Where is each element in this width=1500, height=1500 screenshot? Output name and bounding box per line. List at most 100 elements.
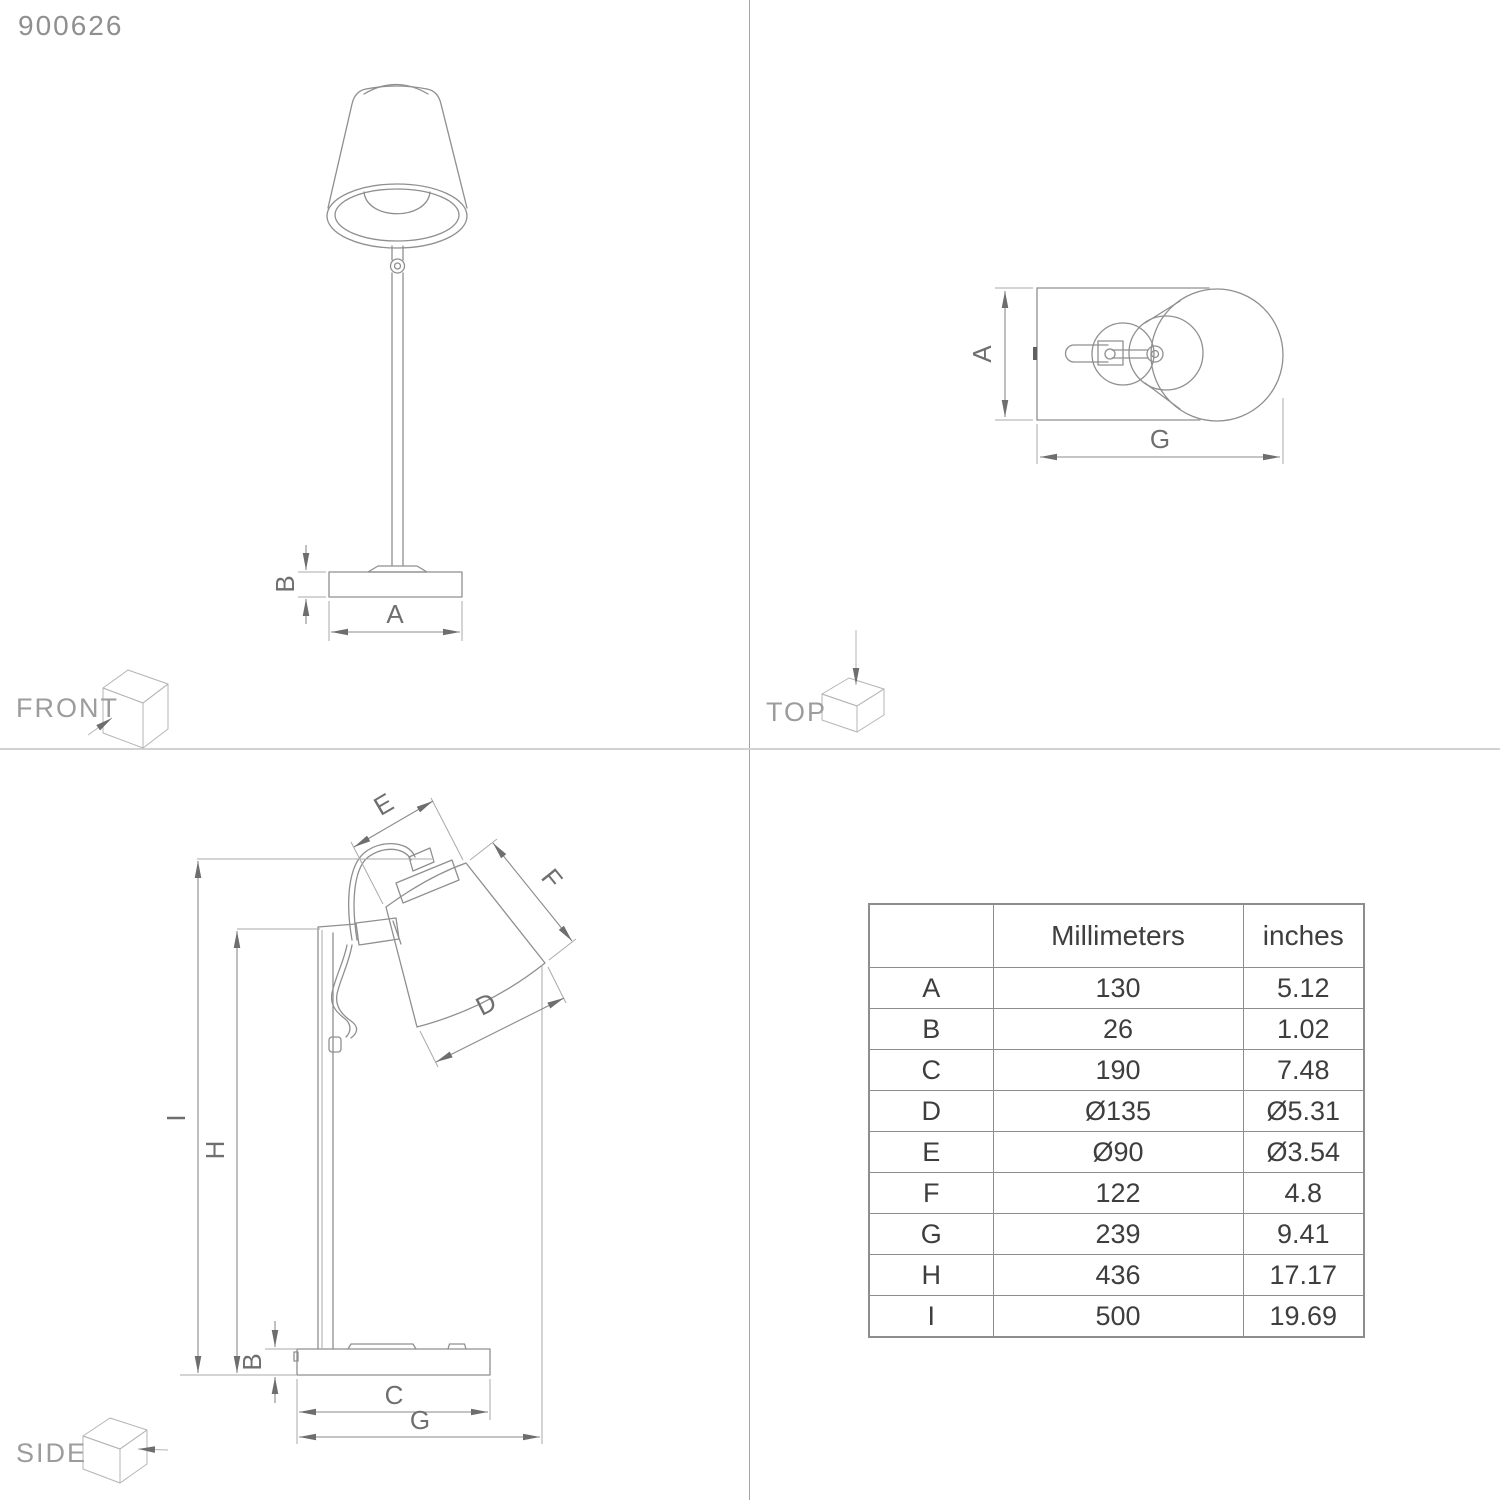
row-inches: 4.8 [1242, 1172, 1365, 1214]
base [296, 1348, 491, 1376]
row-key: C [868, 1049, 994, 1091]
row-key: A [868, 967, 994, 1009]
row-inches: 1.02 [1242, 1008, 1365, 1050]
table-row: I 500 19.69 [868, 1295, 1365, 1338]
row-inches: 5.12 [1242, 967, 1365, 1009]
table-header-key [868, 903, 994, 968]
switch [447, 1343, 467, 1350]
table-header-row: Millimeters inches [868, 903, 1365, 968]
dim-label-e-side: E [368, 787, 398, 822]
row-mm: 122 [992, 1172, 1244, 1214]
row-inches: Ø5.31 [1242, 1090, 1365, 1132]
table-row: A 130 5.12 [868, 967, 1365, 1009]
part-number: 900626 [18, 10, 124, 41]
front-view-drawing: B A [87, 83, 468, 749]
row-key: I [868, 1295, 994, 1338]
stem-ring [389, 258, 406, 274]
shade-rim-inner [334, 188, 460, 242]
bracket [1097, 340, 1124, 366]
pole [317, 926, 334, 1350]
base-plate [347, 1343, 417, 1350]
dimensions-table: Millimeters inches A 130 5.12 B 26 1.02 … [868, 903, 1365, 1338]
dim-label-g-top: G [1150, 424, 1170, 454]
dim-label-c-side: C [385, 1380, 404, 1410]
side-lamp-outline [293, 842, 546, 1376]
row-inches: 7.48 [1242, 1049, 1365, 1091]
row-mm: 436 [992, 1254, 1244, 1296]
dim-label-a-front: A [386, 599, 404, 629]
stem-foot [367, 565, 428, 573]
row-mm: 190 [992, 1049, 1244, 1091]
row-key: D [868, 1090, 994, 1132]
quadrant-divider-vertical [749, 0, 750, 1500]
hinge [392, 920, 402, 945]
row-mm: 26 [992, 1008, 1244, 1050]
shade [385, 862, 546, 1028]
bulb [363, 191, 431, 215]
cord-outlet [1033, 347, 1037, 360]
shade-neck [408, 847, 435, 872]
row-inches: 19.69 [1242, 1295, 1365, 1338]
top-dimensions: A G [967, 287, 1284, 464]
row-mm: 500 [992, 1295, 1244, 1338]
shade-rim-outer [326, 183, 468, 249]
cable-plug [328, 1036, 342, 1053]
cord-inlet [293, 1351, 299, 1362]
stem [391, 272, 404, 567]
table-row: F 122 4.8 [868, 1172, 1365, 1214]
row-mm: 130 [992, 967, 1244, 1009]
table-row: H 436 17.17 [868, 1254, 1365, 1296]
front-lamp-outline [326, 83, 468, 598]
side-view-label: SIDE [16, 1438, 88, 1468]
row-inches: 9.41 [1242, 1213, 1365, 1255]
front-cube-icon [87, 669, 169, 749]
row-inches: Ø3.54 [1242, 1131, 1365, 1173]
side-cube-icon [82, 1417, 169, 1484]
dim-label-b-front: B [270, 575, 300, 592]
row-key: G [868, 1213, 994, 1255]
dim-label-i-side: I [161, 1114, 191, 1121]
base [328, 571, 463, 598]
row-mm: Ø90 [992, 1131, 1244, 1173]
shade-cap [363, 83, 429, 95]
row-inches: 17.17 [1242, 1254, 1365, 1296]
row-mm: Ø135 [992, 1090, 1244, 1132]
dim-label-d-side: D [471, 986, 501, 1021]
arm [1064, 344, 1109, 363]
side-dimensions: I H B C G E F D [161, 787, 577, 1444]
front-face-arrow [87, 717, 113, 736]
shade-cone-silhouette [1144, 300, 1181, 410]
top-view-label: TOP [766, 697, 828, 727]
table-row: E Ø90 Ø3.54 [868, 1131, 1365, 1173]
table-row: B 26 1.02 [868, 1008, 1365, 1050]
dim-label-g-side: G [410, 1405, 430, 1435]
top-lamp-outline [1033, 287, 1284, 422]
row-mm: 239 [992, 1213, 1244, 1255]
dim-label-f-side: F [535, 863, 568, 894]
cable-lower [335, 944, 358, 1039]
row-key: B [868, 1008, 994, 1050]
row-key: F [868, 1172, 994, 1214]
side-view-drawing: I H B C G E F D [82, 787, 577, 1484]
side-face-arrow [137, 1446, 169, 1453]
row-key: E [868, 1131, 994, 1173]
table-header-mm: Millimeters [992, 903, 1244, 968]
dim-label-b-side: B [237, 1353, 267, 1370]
front-dimensions: B A [270, 545, 463, 641]
cable-upper [348, 842, 416, 941]
socket [1146, 345, 1164, 363]
dim-label-h-side: H [200, 1141, 230, 1160]
top-view-drawing: A G [821, 287, 1284, 733]
shade-cap [395, 859, 460, 904]
shade-rim-circle [1150, 288, 1284, 422]
row-key: H [868, 1254, 994, 1296]
table-row: D Ø135 Ø5.31 [868, 1090, 1365, 1132]
top-cube-icon [821, 630, 885, 733]
shade-top-circle [1091, 322, 1155, 386]
quadrant-divider-horizontal [0, 748, 1500, 750]
table-header-inches: inches [1242, 903, 1365, 968]
front-view-label: FRONT [16, 693, 119, 723]
table-row: C 190 7.48 [868, 1049, 1365, 1091]
table-row: G 239 9.41 [868, 1213, 1365, 1255]
